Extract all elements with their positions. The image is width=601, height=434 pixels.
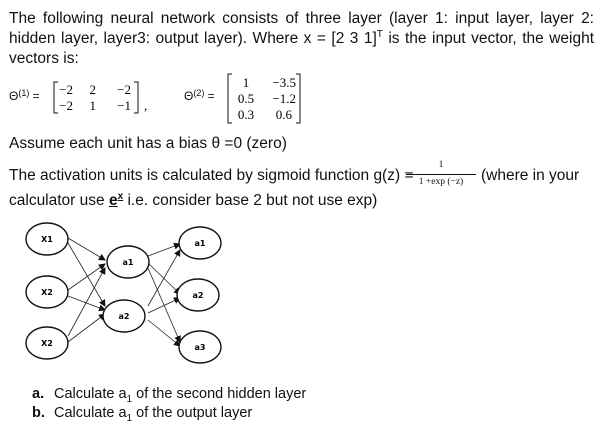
input-node-2-label: X2: [41, 288, 53, 297]
theta1-cell-r1c2: 2: [90, 82, 97, 97]
question-a-pre: Calculate a: [54, 386, 127, 402]
sigmoid-denominator: 1 +exp (−z): [418, 177, 464, 187]
transpose-superscript: T: [376, 28, 383, 40]
sigmoid-fraction-bar: [406, 174, 476, 175]
edge-x2-h2: [67, 295, 106, 312]
intro-text-part1: The following neural network consists of…: [9, 10, 594, 47]
theta2-matrix: 1 −3.5 0.5 −1.2 0.3 0.6: [227, 73, 301, 124]
theta2-cell-r1c1: 1: [243, 75, 250, 90]
hidden-node-2: a2: [102, 299, 146, 333]
question-a-sub: 1: [126, 393, 133, 405]
theta1-right-bracket: [134, 81, 139, 114]
edge-x1-h1: [67, 237, 106, 261]
theta1-cell-r2c3: −1: [117, 98, 131, 113]
output-node-1: a1: [178, 226, 222, 260]
theta2-cell-r2c2: −1.2: [272, 91, 296, 106]
theta2-cell-r1c2: −3.5: [272, 75, 296, 90]
exponent-e: e: [108, 192, 118, 209]
theta2-label: Θ(2) =: [184, 88, 215, 104]
theta2-cell-r2c1: 0.5: [238, 91, 254, 106]
exponent-x: x: [117, 190, 124, 202]
question-b-sub: 1: [126, 412, 133, 424]
theta1-left-bracket: [53, 81, 58, 114]
edge-x2-h1: [67, 263, 106, 291]
input-node-2: X2: [25, 275, 69, 309]
input-hidden-connections: [67, 237, 106, 343]
edge-x3-h2: [67, 313, 106, 343]
theta1-trailing-comma: ,: [144, 98, 147, 113]
edge-x3-h1: [67, 267, 106, 337]
edge-h1-o1: [147, 242, 181, 257]
theta1-superscript: (1): [18, 88, 30, 98]
input-node-1-label: X1: [41, 235, 53, 244]
activation-line2-pre: calculator use: [9, 192, 109, 209]
output-node-3: a3: [178, 330, 222, 364]
edge-h1-o3: [147, 267, 181, 343]
input-node-3-label: X2: [41, 339, 53, 348]
sigmoid-numerator: 1: [438, 160, 444, 170]
theta2-cell-r3c1: 0.3: [238, 107, 254, 122]
theta1-cell-r1c1: −2: [59, 82, 73, 97]
intro-paragraph: The following neural network consists of…: [9, 9, 594, 69]
input-node-1: X1: [25, 222, 69, 256]
intro-text-part2: is the input vector, the weight vectors …: [9, 30, 595, 67]
activation-line2: calculator use ex i.e. consider base 2 b…: [9, 191, 377, 211]
question-b-post: of the output layer: [132, 405, 253, 421]
activation-suffix: (where in your: [481, 167, 580, 184]
hidden-node-1-label: a1: [123, 258, 134, 267]
edge-h2-o2: [147, 297, 181, 314]
question-b-pre: Calculate a: [54, 405, 127, 421]
theta1-equals: =: [29, 89, 40, 103]
theta1-cell-r2c2: 1: [90, 98, 97, 113]
theta2-symbol: Θ: [184, 89, 194, 103]
theta2-left-bracket: [227, 73, 232, 124]
theta2-superscript: (2): [193, 88, 205, 98]
theta1-matrix: −2 2 −2 −2 1 −1 ,: [53, 81, 147, 114]
output-node-1-label: a1: [195, 239, 206, 248]
theta1-label: Θ(1) =: [9, 88, 40, 104]
question-b-letter: b.: [32, 405, 45, 421]
theta2-right-bracket: [296, 73, 301, 124]
bias-statement: Assume each unit has a bias θ =0 (zero): [9, 135, 287, 152]
output-node-3-label: a3: [195, 343, 206, 352]
output-node-2-label: a2: [193, 291, 204, 300]
theta1-cell-r2c1: −2: [59, 98, 73, 113]
question-a-post: of the second hidden layer: [132, 386, 307, 402]
theta2-cell-r3c2: 0.6: [276, 107, 293, 122]
question-b: b. Calculate a1 of the output layer: [32, 405, 253, 424]
activation-prefix: The activation units is calculated by si…: [9, 167, 414, 184]
edge-h2-o3: [147, 319, 181, 347]
theta2-equals: =: [204, 89, 215, 103]
theta1-symbol: Θ: [9, 89, 19, 103]
hidden-node-2-label: a2: [119, 312, 130, 321]
input-node-3: X2: [25, 326, 69, 360]
activation-line2-post: i.e. consider base 2 but not use exp): [123, 192, 378, 209]
hidden-node-1: a1: [106, 245, 150, 279]
theta1-cell-r1c3: −2: [117, 82, 131, 97]
question-a: a. Calculate a1 of the second hidden laye…: [32, 386, 307, 405]
output-node-2: a2: [176, 278, 220, 312]
neural-network-diagram: X1 X2 X2 a1 a2 a1 a2 a3: [25, 222, 222, 364]
edge-h2-o1: [147, 249, 181, 307]
edge-x1-h2: [67, 242, 106, 307]
question-a-letter: a.: [32, 386, 45, 402]
hidden-output-connections: [147, 242, 181, 347]
